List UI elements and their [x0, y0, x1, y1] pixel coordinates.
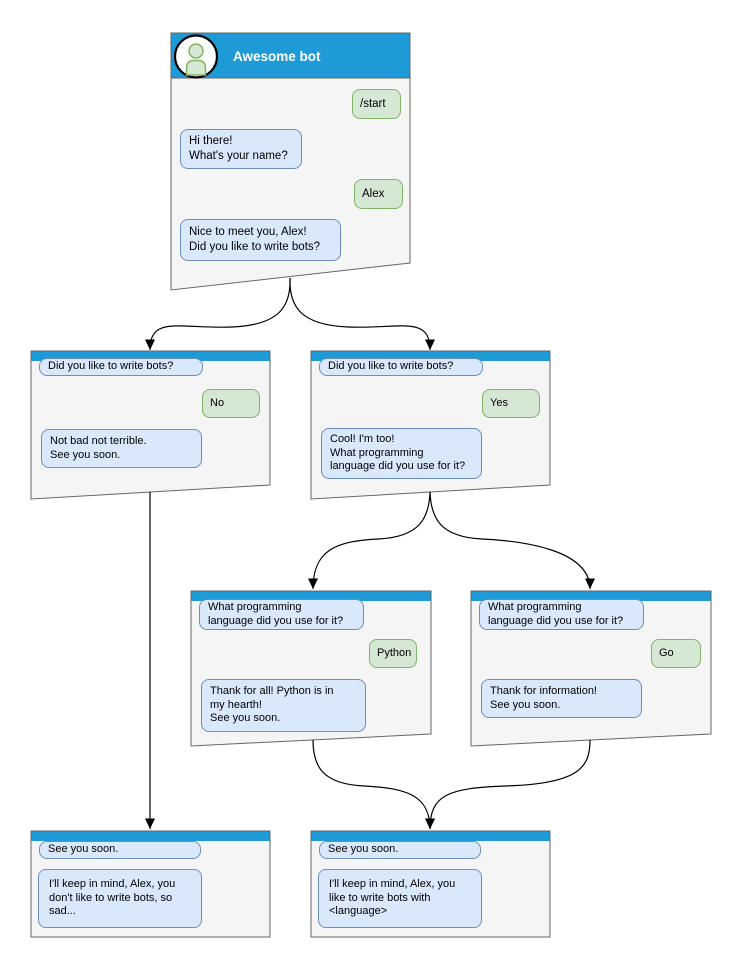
connector-go-to-end: [425, 739, 591, 830]
go-titlebar: [471, 591, 711, 601]
chat-window-end-no: See you soon. I'll keep in mind, Alex, y…: [31, 831, 270, 937]
bot-message-bubble: Cool! I'm too! What programming language…: [321, 428, 482, 479]
user-message-bubble: Python: [369, 639, 417, 668]
chat-window-end-yes: See you soon. I'll keep in mind, Alex, y…: [311, 831, 550, 937]
bot-message-bubble: Hi there! What's your name?: [180, 129, 302, 169]
chat-window-branch-yes: Did you like to write bots? Yes Cool! I'…: [311, 351, 550, 499]
user-message-bubble: Go: [651, 639, 701, 668]
bot-message-bubble: Not bad not terrible. See you soon.: [41, 429, 202, 468]
bot-message-bubble: What programming language did you use fo…: [479, 599, 644, 630]
end-yes-titlebar: [311, 831, 550, 841]
connector-main-to-no: [145, 277, 291, 351]
window-title: Awesome bot: [233, 49, 321, 64]
branch-no-titlebar: [31, 351, 270, 361]
user-message-bubble: Yes: [482, 389, 540, 418]
bot-message-bubble: Thank for information! See you soon.: [481, 679, 642, 718]
bot-message-bubble: Did you like to write bots?: [39, 358, 203, 376]
end-no-titlebar: [31, 831, 270, 841]
connector-yes-to-python: [308, 491, 431, 590]
chat-window-main: Awesome bot /start Hi there! What's your…: [171, 33, 411, 290]
main-window-header: [170, 32, 411, 79]
bot-message-bubble: See you soon.: [39, 841, 201, 859]
bot-message-bubble: Did you like to write bots?: [319, 358, 483, 376]
person-icon: [185, 43, 207, 76]
chat-window-branch-no: Did you like to write bots? No Not bad n…: [31, 351, 270, 499]
connector-main-to-yes: [289, 277, 435, 351]
chat-window-go: What programming language did you use fo…: [471, 591, 711, 746]
bot-message-bubble: I'll keep in mind, Alex, you like to wri…: [318, 869, 482, 928]
bot-message-bubble: Nice to meet you, Alex! Did you like to …: [180, 219, 341, 261]
connector-python-to-end: [312, 739, 435, 830]
connector-yes-to-go: [429, 491, 595, 590]
bot-message-bubble: What programming language did you use fo…: [199, 599, 364, 630]
bot-message-bubble: Thank for all! Python is in my hearth! S…: [201, 679, 366, 732]
user-message-bubble: No: [202, 389, 260, 418]
branch-yes-titlebar: [311, 351, 550, 361]
user-message-bubble: Alex: [354, 179, 403, 209]
chat-window-python: What programming language did you use fo…: [191, 591, 431, 746]
user-message-bubble: /start: [352, 89, 401, 119]
bot-message-bubble: See you soon.: [319, 841, 481, 859]
bot-message-bubble: I'll keep in mind, Alex, you don't like …: [38, 869, 202, 928]
python-titlebar: [191, 591, 431, 601]
